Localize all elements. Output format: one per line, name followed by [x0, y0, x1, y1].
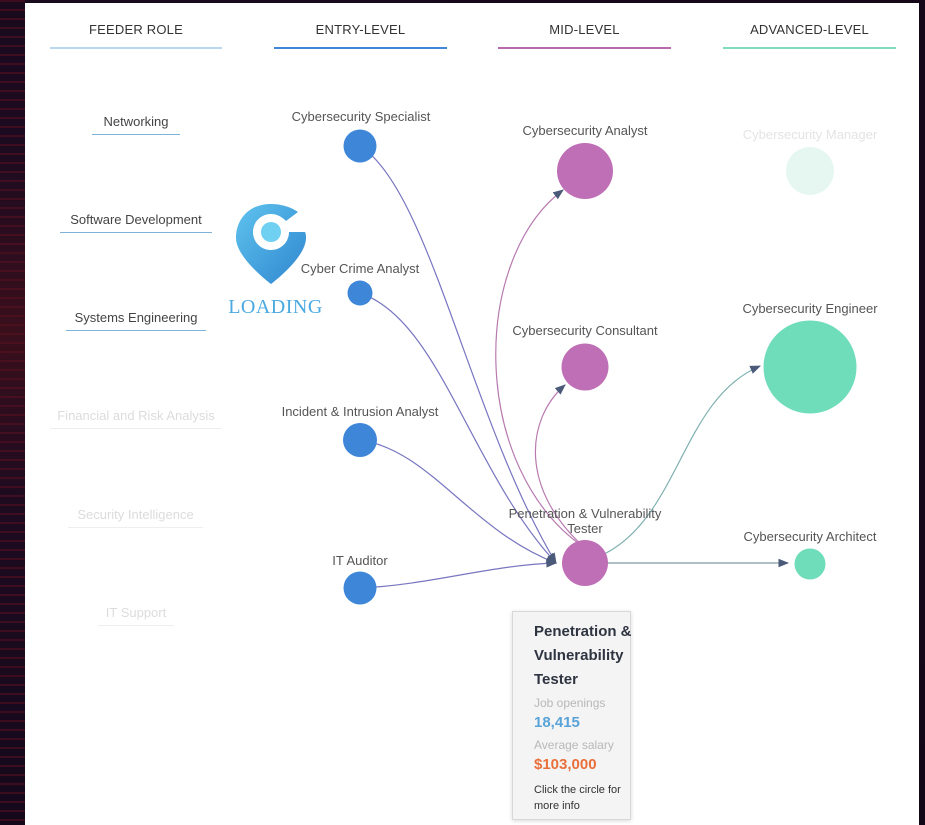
column-underline-entry — [274, 47, 447, 49]
node-incident-intrusion-analyst[interactable] — [343, 423, 377, 457]
feeder-role-systems-engineering[interactable]: Systems Engineering — [66, 310, 206, 331]
loading-text: LOADING — [228, 296, 323, 318]
feeder-role-label: Financial and Risk Analysis — [57, 408, 215, 423]
edge-pentester-to-engineer — [599, 365, 761, 557]
node-label-crime-analyst: Cyber Crime Analyst — [301, 261, 420, 276]
column-underline-feeder — [50, 47, 222, 49]
career-pathway-panel — [25, 3, 919, 825]
loading-logo-icon — [236, 204, 306, 284]
column-header-advanced: ADVANCED-LEVEL — [750, 22, 869, 37]
node-label-architect: Cybersecurity Architect — [744, 529, 877, 544]
node-cybersecurity-engineer[interactable] — [763, 320, 857, 414]
node-cybersecurity-manager[interactable] — [786, 147, 834, 195]
edge-incident-to-pentester — [359, 439, 558, 564]
feeder-role-label: Security Intelligence — [77, 507, 194, 522]
tooltip-jobs-value: 18,415 — [534, 714, 580, 731]
feeder-role-label: IT Support — [105, 605, 167, 620]
node-label-cyber-analyst: Cybersecurity Analyst — [523, 123, 648, 138]
node-label-specialist: Cybersecurity Specialist — [292, 109, 431, 124]
column-header-mid: MID-LEVEL — [549, 22, 620, 37]
role-tooltip: Penetration & Vulnerability Tester Job o… — [512, 611, 632, 820]
node-label-it-auditor: IT Auditor — [332, 553, 388, 568]
node-cybersecurity-consultant[interactable] — [561, 343, 609, 391]
column-underline-advanced — [723, 47, 896, 49]
node-label-engineer: Cybersecurity Engineer — [742, 301, 878, 316]
edge-crimeanalyst-to-pentester — [359, 292, 557, 564]
node-label-incident-analyst: Incident & Intrusion Analyst — [282, 404, 439, 419]
node-cybersecurity-architect[interactable] — [794, 548, 826, 580]
edge-auditor-to-pentester — [359, 558, 558, 589]
feeder-role-software-development[interactable]: Software Development — [60, 212, 212, 233]
feeder-role-security-intelligence[interactable]: Security Intelligence — [68, 507, 203, 528]
feeder-role-label: Networking — [103, 114, 169, 129]
tooltip-jobs-label: Job openings — [534, 696, 606, 710]
column-header-feeder: FEEDER ROLE — [89, 22, 183, 37]
feeder-role-label: Software Development — [70, 212, 202, 227]
feeder-role-it-support[interactable]: IT Support — [98, 605, 174, 626]
feeder-role-label: Systems Engineering — [74, 310, 198, 325]
node-it-auditor[interactable] — [343, 571, 377, 605]
node-label-manager: Cybersecurity Manager — [743, 127, 878, 142]
node-label-consultant: Cybersecurity Consultant — [512, 323, 658, 338]
node-label-pentester-line2: Tester — [567, 521, 603, 536]
node-cybersecurity-specialist[interactable] — [343, 129, 377, 163]
edge-specialist-to-pentester — [359, 145, 557, 564]
node-cyber-crime-analyst[interactable] — [347, 280, 373, 306]
edge-pentester-to-analyst — [495, 189, 586, 549]
tooltip-salary-label: Average salary — [534, 738, 614, 752]
background-texture — [0, 0, 25, 825]
column-underline-mid — [498, 47, 671, 49]
tooltip-salary-value: $103,000 — [534, 756, 597, 773]
feeder-role-networking[interactable]: Networking — [92, 114, 180, 135]
node-label-pentester-line1: Penetration & Vulnerability — [509, 506, 662, 521]
loading-indicator: LOADING — [223, 200, 328, 325]
column-header-entry: ENTRY-LEVEL — [315, 22, 406, 37]
node-penetration-vulnerability-tester[interactable] — [562, 540, 608, 586]
tooltip-title: Penetration & Vulnerability Tester — [534, 623, 632, 688]
edge-pentester-to-consultant — [534, 384, 586, 549]
feeder-role-financial-risk[interactable]: Financial and Risk Analysis — [50, 408, 222, 429]
node-cybersecurity-analyst[interactable] — [557, 143, 613, 199]
tooltip-hint: Click the circle for more info — [534, 784, 621, 812]
